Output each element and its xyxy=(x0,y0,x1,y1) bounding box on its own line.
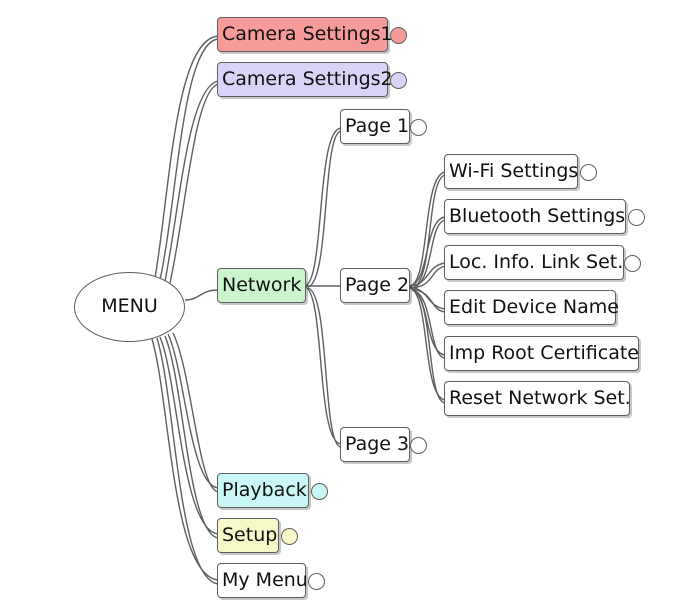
my-menu-node[interactable]: My Menu xyxy=(217,563,308,598)
page-3-collapse-icon[interactable] xyxy=(410,437,427,454)
wifi-settings-node[interactable]: Wi-Fi Settings xyxy=(444,154,578,189)
connector-edit-device-name xyxy=(409,286,446,310)
loc-info-link-set-node[interactable]: Loc. Info. Link Set. xyxy=(444,245,624,280)
connector-edit-device-name xyxy=(411,288,446,313)
playback-node[interactable]: Playback xyxy=(217,473,309,508)
connector-wifi-settings xyxy=(411,174,446,289)
connector-network xyxy=(184,289,219,301)
connector-my-menu xyxy=(156,337,219,585)
connector-reset-network-set xyxy=(409,287,446,401)
bluetooth-settings-collapse-icon[interactable] xyxy=(628,209,645,226)
connector-setup xyxy=(159,336,219,535)
connector-page-1 xyxy=(304,127,342,287)
setup-node[interactable]: Setup xyxy=(217,518,279,553)
camera-settings2-collapse-icon[interactable] xyxy=(390,72,407,89)
connector-page-1 xyxy=(307,130,342,288)
connector-wifi-settings xyxy=(409,171,446,287)
camera-settings1-collapse-icon[interactable] xyxy=(390,27,407,44)
camera-settings1-node[interactable]: Camera Settings1 xyxy=(217,17,393,52)
camera-settings2-node[interactable]: Camera Settings2 xyxy=(217,62,393,97)
bluetooth-settings-node[interactable]: Bluetooth Settings xyxy=(444,199,626,234)
my-menu-collapse-icon[interactable] xyxy=(308,573,325,590)
connector-camera-settings2 xyxy=(164,80,219,282)
connector-page-3 xyxy=(307,287,342,448)
connector-bluetooth-settings xyxy=(411,219,446,289)
loc-info-link-set-collapse-icon[interactable] xyxy=(624,255,641,272)
setup-collapse-icon[interactable] xyxy=(281,528,298,545)
network-node[interactable]: Network xyxy=(217,268,306,303)
connector-camera-settings2 xyxy=(169,83,219,284)
connector-playback xyxy=(172,332,219,493)
page-1-node[interactable]: Page 1 xyxy=(340,109,410,144)
connector-loc-info-link-set xyxy=(411,265,446,289)
connector-camera-settings1 xyxy=(159,38,219,281)
page-1-collapse-icon[interactable] xyxy=(410,119,427,136)
wifi-settings-collapse-icon[interactable] xyxy=(580,164,597,181)
reset-network-set-node[interactable]: Reset Network Set. xyxy=(444,381,631,416)
connector-reset-network-set xyxy=(411,289,446,404)
connector-loc-info-link-set xyxy=(409,262,446,287)
connector-setup xyxy=(164,335,219,539)
menu-root-node[interactable]: MENU xyxy=(74,272,185,342)
connector-imp-root-certificate xyxy=(411,289,446,359)
connector-bluetooth-settings xyxy=(409,216,446,287)
playback-collapse-icon[interactable] xyxy=(311,483,328,500)
connector-page-3 xyxy=(304,286,342,445)
edit-device-name-node[interactable]: Edit Device Name xyxy=(444,290,619,325)
imp-root-certificate-node[interactable]: Imp Root Certificate xyxy=(444,336,639,371)
page-3-node[interactable]: Page 3 xyxy=(340,427,410,462)
connector-camera-settings1 xyxy=(154,35,219,279)
page-2-node[interactable]: Page 2 xyxy=(340,268,410,303)
